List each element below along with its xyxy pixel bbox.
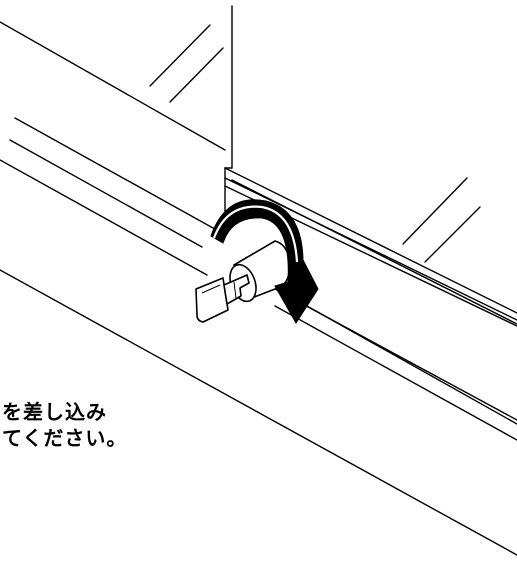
glass-reflection-marks [149,24,481,263]
clockwise-arrow-icon [210,199,319,324]
instruction-caption-line-2: てください。 [2,426,128,450]
instruction-caption-line-1: を差し込み [2,400,107,424]
cabinet-top-edge [0,21,226,151]
key-icon [195,274,250,323]
base-edge [0,269,517,556]
